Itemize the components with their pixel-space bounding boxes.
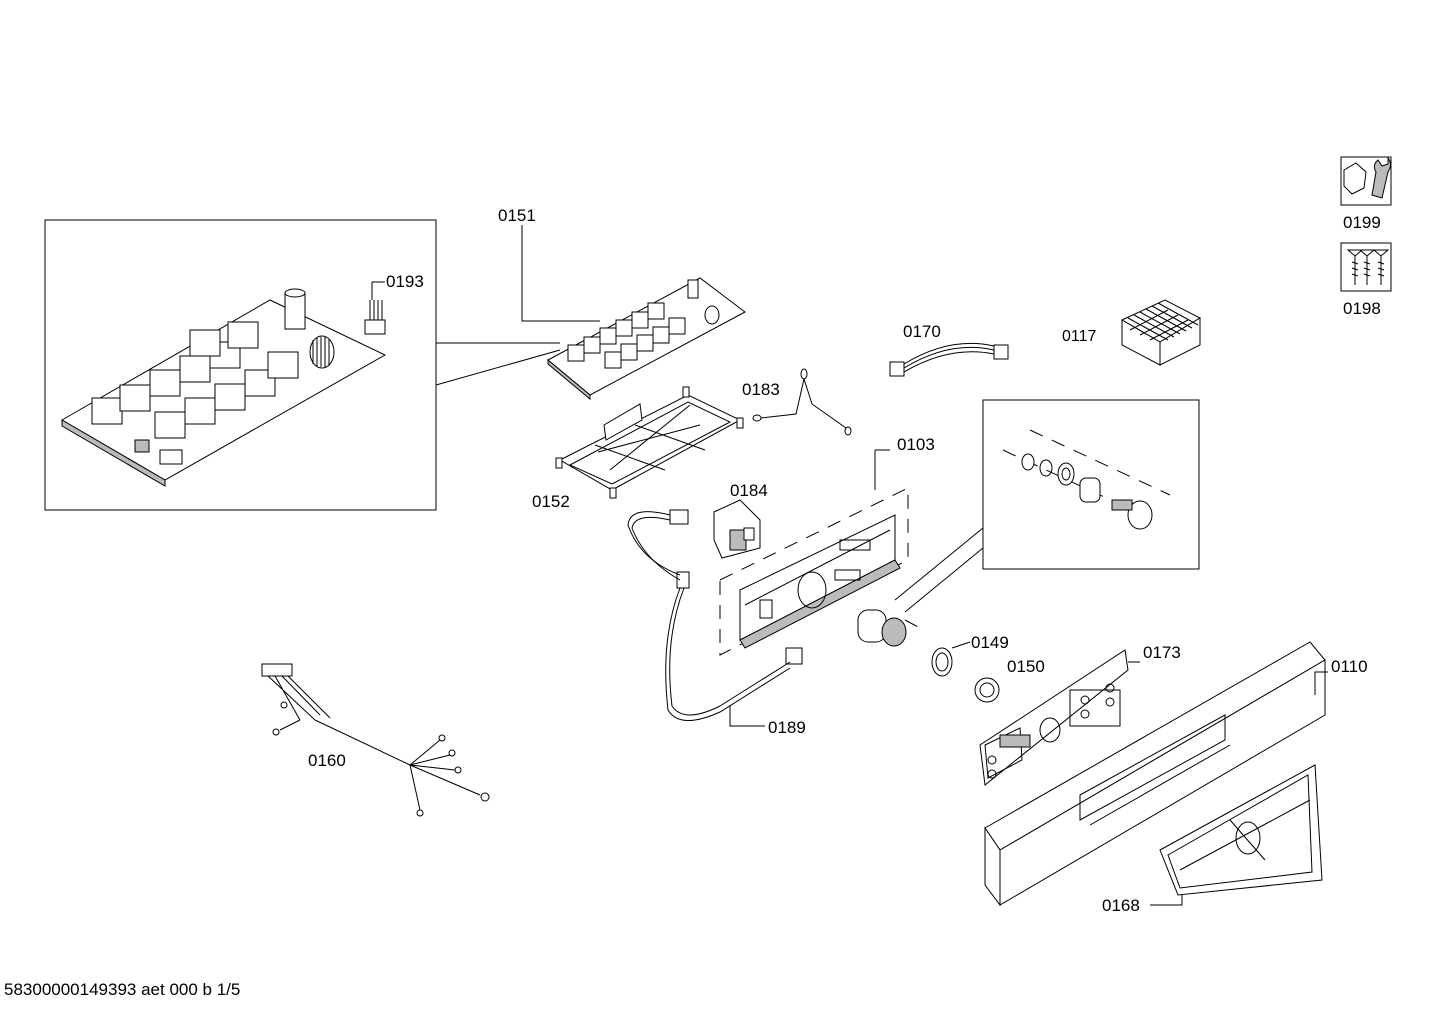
label-0168: 0168 (1102, 896, 1140, 915)
label-0189: 0189 (768, 718, 806, 737)
part-0189-harness (627, 509, 803, 721)
label-0160: 0160 (308, 751, 346, 770)
part-0117-heatsink (1120, 299, 1202, 366)
label-0152: 0152 (532, 492, 570, 511)
part-knob-assembly (857, 609, 921, 647)
part-0103-housing (719, 449, 909, 656)
label-0117: 0117 (1062, 328, 1097, 345)
part-0168-frame (1159, 764, 1323, 896)
part-0151-pcb (547, 277, 746, 401)
label-0199: 0199 (1343, 213, 1381, 232)
screws-icon (1340, 242, 1392, 292)
document-code: 58300000149393 aet 000 b 1/5 (4, 980, 241, 999)
label-0150: 0150 (1007, 657, 1045, 676)
part-0173-board (979, 649, 1129, 786)
label-0103: 0103 (897, 435, 935, 454)
pcb-detail-box (44, 219, 561, 511)
part-0160-loom (261, 663, 490, 817)
part-0170-cable (889, 342, 1009, 377)
part-0152-bracket (555, 386, 744, 499)
part-0149-ring (931, 647, 953, 677)
part-0110-panel (984, 641, 1326, 907)
label-0173: 0173 (1143, 643, 1181, 662)
label-0193: 0193 (386, 272, 424, 291)
part-0183-sensor (752, 368, 852, 436)
label-0198: 0198 (1343, 299, 1381, 318)
part-0150-washer (974, 677, 1000, 703)
label-0183: 0183 (742, 380, 780, 399)
knob-detail-box (894, 399, 1200, 613)
label-0151: 0151 (498, 206, 536, 225)
label-0184: 0184 (730, 481, 768, 500)
part-0184-switch (713, 499, 761, 559)
label-0170: 0170 (903, 322, 941, 341)
label-0110: 0110 (1331, 657, 1368, 676)
wrench-nut-icon (1340, 156, 1392, 206)
label-0149: 0149 (971, 633, 1009, 652)
